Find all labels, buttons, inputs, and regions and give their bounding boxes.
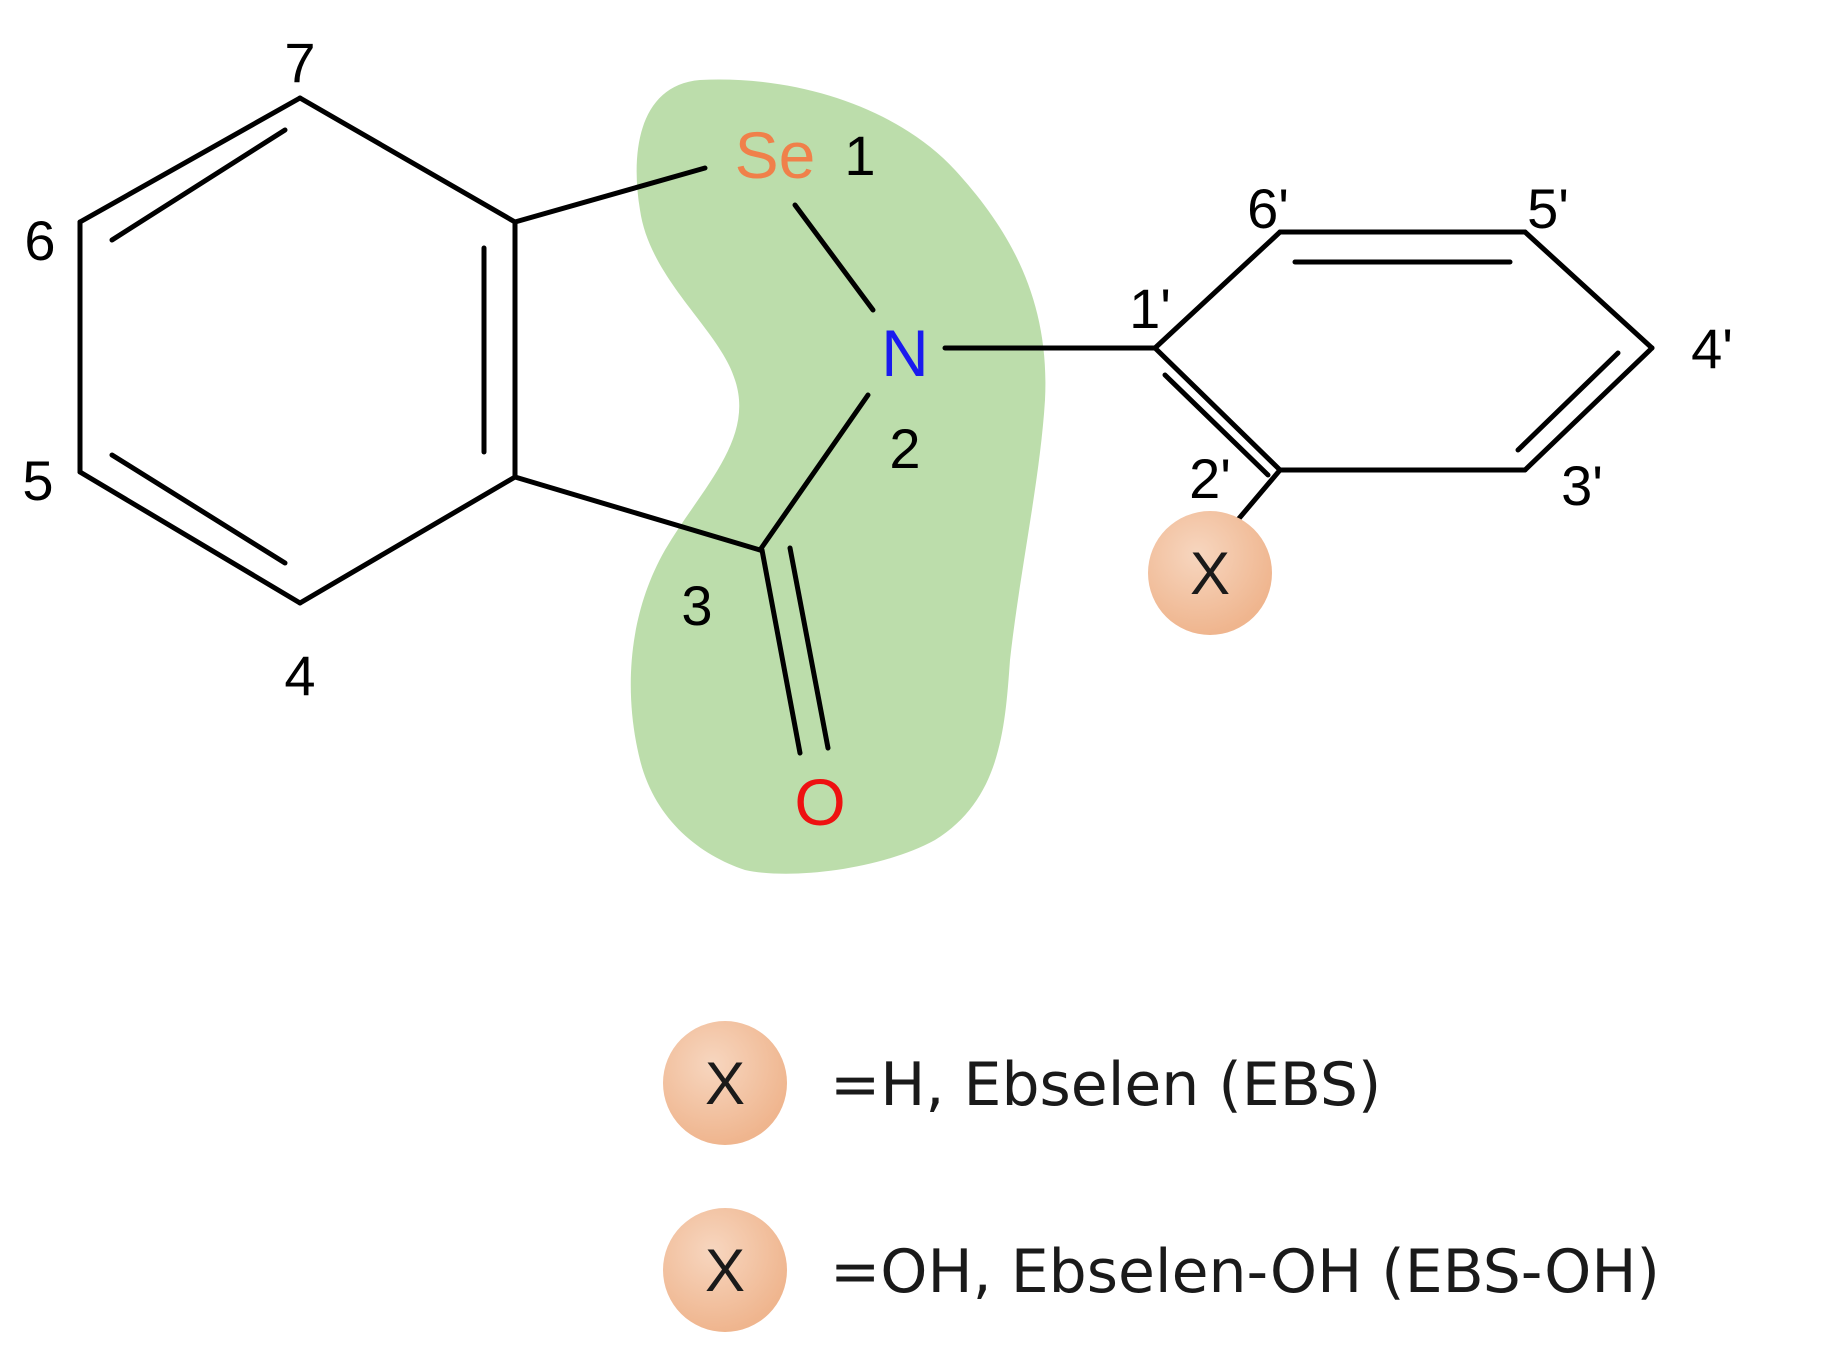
legend-text-ebs: =H, Ebselen (EBS): [830, 1050, 1381, 1120]
x-substituent-label: X: [1190, 540, 1230, 607]
position-label-3-prime: 3': [1561, 454, 1603, 517]
nitrogen-atom-label: N: [881, 316, 929, 390]
legend-x-circle: [663, 1021, 787, 1145]
selenazolone-bonds: [512, 165, 876, 756]
legend-x-symbol: X: [705, 1237, 745, 1304]
legend-x-symbol: X: [705, 1050, 745, 1117]
position-label-2-prime: 2': [1189, 447, 1231, 510]
position-label-4: 4: [284, 644, 315, 707]
highlight-region: [630, 79, 1046, 874]
position-label-2: 2: [889, 417, 920, 480]
legend-item-h: X =H, Ebselen (EBS): [663, 1021, 1381, 1145]
legend-item-oh: X =OH, Ebselen-OH (EBS-OH): [663, 1208, 1660, 1332]
selenium-atom-label: Se: [735, 118, 816, 192]
position-label-5-prime: 5': [1527, 177, 1569, 240]
position-label-4-prime: 4': [1691, 317, 1733, 380]
position-labels: 1 2 3 4 5 6 7 1' 2' 3' 4' 5' 6': [22, 31, 1733, 707]
position-label-6-prime: 6': [1247, 177, 1289, 240]
legend: X =H, Ebselen (EBS) X =OH, Ebselen-OH (E…: [663, 1021, 1660, 1332]
oxygen-atom-label: O: [794, 765, 845, 839]
position-label-7: 7: [284, 31, 315, 94]
position-label-1-prime: 1': [1129, 277, 1171, 340]
position-label-5: 5: [22, 449, 53, 512]
phenyl-ring: [1152, 229, 1655, 538]
position-label-1: 1: [844, 124, 875, 187]
legend-x-circle: [663, 1208, 787, 1332]
legend-text-ebs-oh: =OH, Ebselen-OH (EBS-OH): [830, 1237, 1660, 1307]
benzo-ring: [77, 95, 518, 606]
position-label-6: 6: [24, 209, 55, 272]
position-label-3: 3: [681, 574, 712, 637]
x-substituent-circle: [1148, 511, 1272, 635]
